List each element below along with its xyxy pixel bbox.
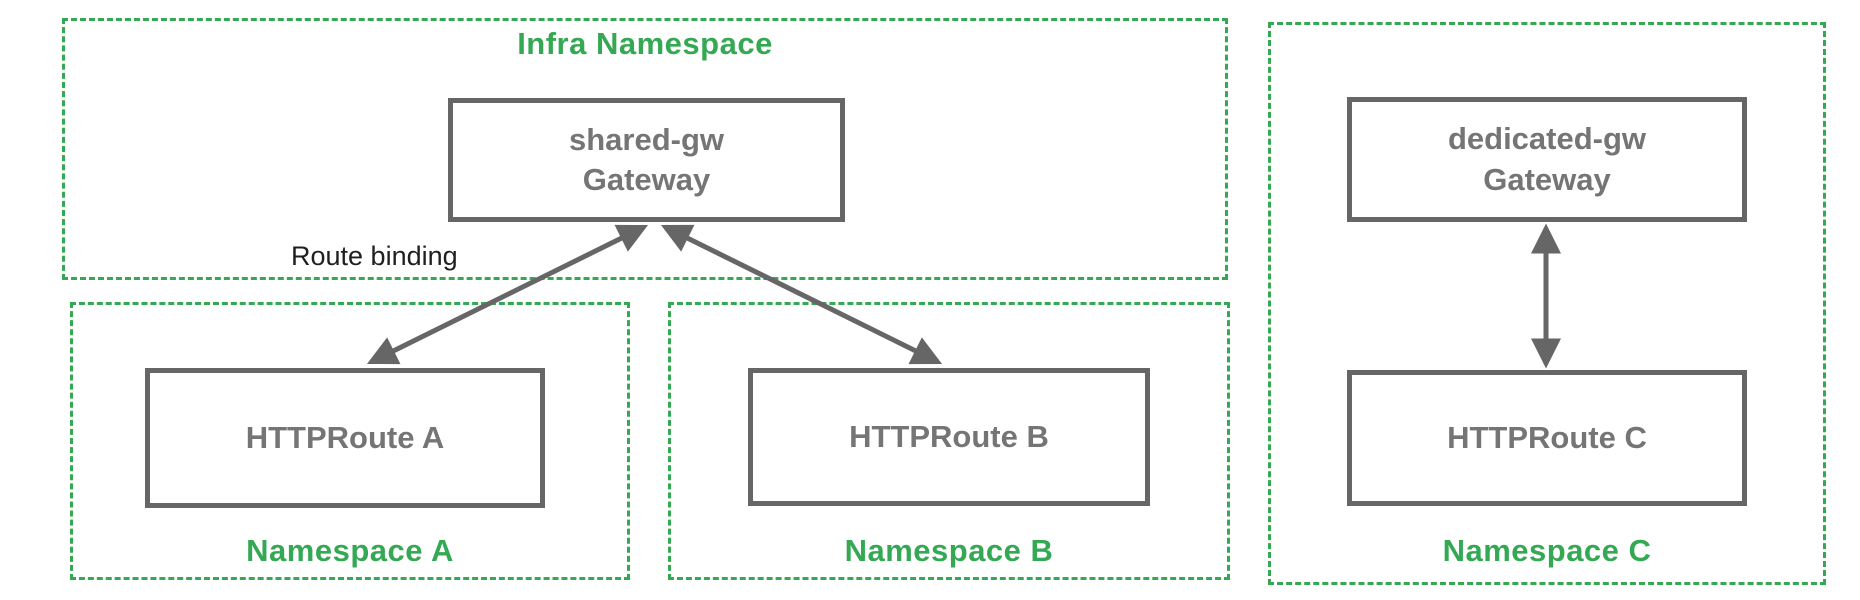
httproute-b-label: HTTPRoute B <box>849 418 1049 454</box>
namespace-b-label: Namespace B <box>844 533 1054 568</box>
shared-gw-kind: Gateway <box>582 162 711 197</box>
edge-route-a-to-shared-gw <box>366 224 649 365</box>
dedicated-gw-gateway-node: dedicated-gw Gateway <box>1347 97 1747 222</box>
httproute-c-node: HTTPRoute C <box>1347 370 1747 506</box>
namespace-b-box <box>668 302 1230 580</box>
httproute-a-node: HTTPRoute A <box>145 368 545 508</box>
namespace-c-box <box>1268 22 1826 585</box>
dedicated-gw-name: dedicated-gw <box>1447 121 1647 157</box>
shared-gw-gateway-node: shared-gw Gateway <box>448 98 845 222</box>
namespace-a-label: Namespace A <box>246 533 454 568</box>
edge-route-b-to-shared-gw <box>660 224 943 365</box>
httproute-c-label: HTTPRoute C <box>1447 419 1647 455</box>
httproute-b-node: HTTPRoute B <box>748 368 1150 506</box>
route-binding-label: Route binding <box>291 241 458 271</box>
httproute-a-label: HTTPRoute A <box>245 419 445 455</box>
namespace-a-box <box>70 302 630 580</box>
dedicated-gw-kind: Gateway <box>1483 161 1611 197</box>
shared-gw-name: shared-gw <box>568 121 725 157</box>
namespace-c-label: Namespace C <box>1442 533 1652 568</box>
infra-namespace-label: Infra Namespace <box>517 26 773 61</box>
